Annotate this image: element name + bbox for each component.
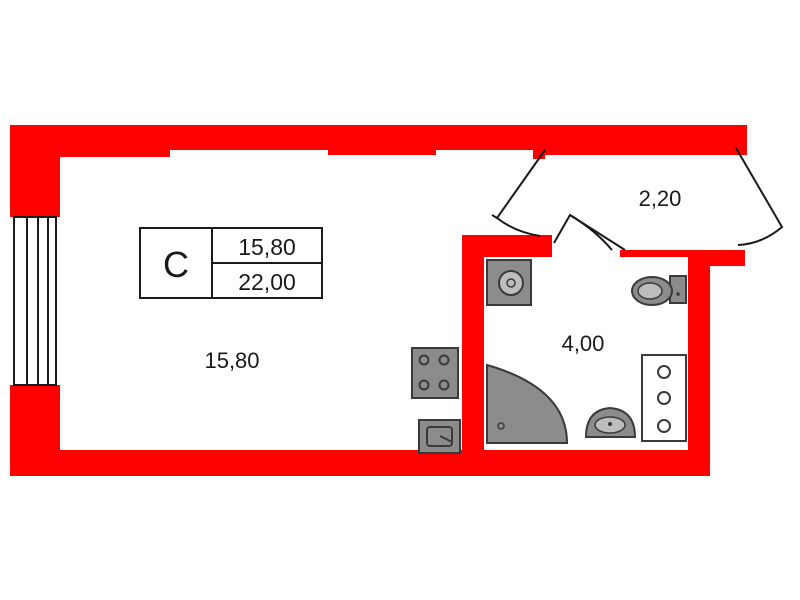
walls bbox=[10, 125, 747, 476]
cabinet-icon bbox=[641, 354, 687, 442]
main-room-area: 15,80 bbox=[204, 348, 259, 373]
bottom-wall bbox=[10, 450, 710, 476]
bath-top-wall bbox=[462, 235, 552, 257]
total-area-label: 22,00 bbox=[238, 269, 296, 295]
window-icon bbox=[13, 216, 57, 386]
bath-left-wall bbox=[462, 235, 484, 476]
main-room-floor bbox=[60, 157, 462, 450]
sink-icon bbox=[418, 419, 461, 454]
toilet-icon bbox=[631, 275, 687, 306]
top-wall-mid bbox=[328, 125, 436, 155]
stove-icon bbox=[411, 347, 459, 399]
living-area-label: 15,80 bbox=[238, 234, 296, 260]
shower-icon bbox=[486, 363, 569, 444]
door-icon bbox=[491, 147, 784, 251]
room-legend: С 15,80 22,00 bbox=[139, 227, 323, 299]
washbasin-icon bbox=[584, 406, 637, 438]
bath-right-wall bbox=[688, 250, 710, 476]
washing-machine-icon bbox=[486, 259, 532, 306]
bathroom-area: 4,00 bbox=[562, 331, 605, 356]
room-type-label: С bbox=[163, 244, 189, 285]
left-wall-top bbox=[10, 125, 60, 217]
hall-area: 2,20 bbox=[639, 186, 682, 211]
top-wall-right bbox=[533, 125, 747, 155]
